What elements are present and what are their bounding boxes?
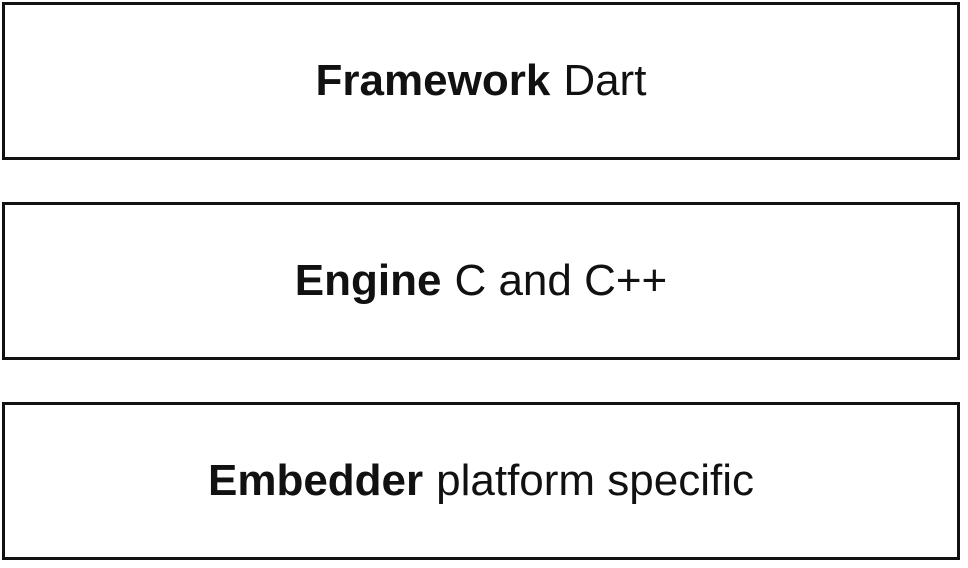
layer-framework: Framework Dart — [2, 2, 960, 160]
layer-description: C and C++ — [454, 256, 668, 305]
layer-title: Embedder — [207, 456, 424, 505]
layer-title: Framework — [315, 56, 551, 105]
layer-description: platform specific — [436, 456, 755, 505]
layer-engine: Engine C and C++ — [2, 202, 960, 360]
layer-title: Engine — [294, 256, 442, 305]
layer-description: Dart — [563, 56, 647, 105]
layer-embedder: Embedder platform specific — [2, 402, 960, 560]
